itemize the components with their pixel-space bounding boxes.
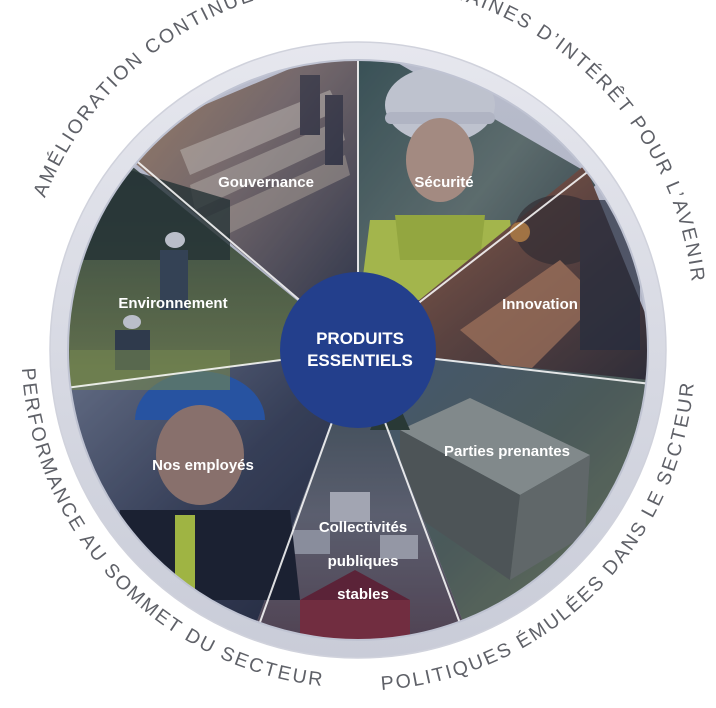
worker-hardhat-photo-detail [360, 67, 520, 300]
welder-photo-detail [460, 195, 640, 380]
segment-label-collectivites-1: Collectivités [319, 519, 407, 536]
center-label-line1: PRODUITS [316, 329, 404, 348]
segment-label-environnement: Environnement [118, 295, 227, 312]
outer-ring-edge [49, 41, 667, 659]
segment-label-collectivites-2: publiques [328, 553, 399, 570]
segment-label-nos-employes: Nos employés [152, 457, 254, 474]
disc-border [67, 59, 649, 641]
center-circle[interactable] [280, 272, 436, 428]
center-label-line2: ESSENTIELS [307, 351, 413, 370]
segment-label-collectivites-3: stables [337, 586, 389, 603]
boardroom-photo-detail [180, 75, 350, 245]
segment-label-securite: Sécurité [414, 174, 473, 191]
metal-ingot-photo-detail [400, 398, 590, 580]
segment-label-innovation: Innovation [502, 296, 578, 313]
segment-label-parties-prenantes: Parties prenantes [444, 443, 570, 460]
segment-label-gouvernance: Gouvernance [218, 174, 314, 191]
